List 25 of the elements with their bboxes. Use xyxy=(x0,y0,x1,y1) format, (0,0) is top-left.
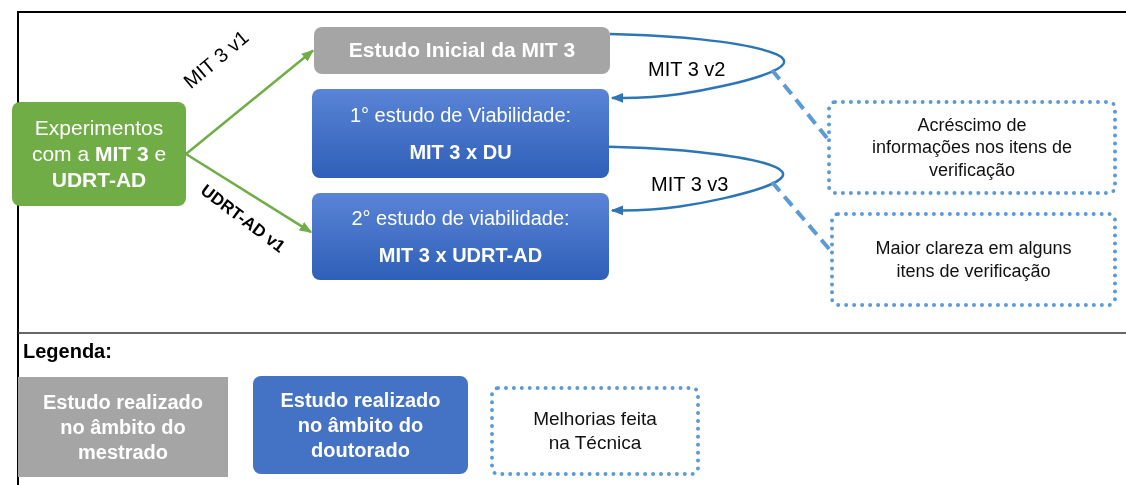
arrow xyxy=(185,49,314,155)
node-label: 2° estudo de viabilidade: xyxy=(351,205,570,231)
legend-title: Legenda: xyxy=(22,340,113,362)
dashed-connector xyxy=(770,68,829,140)
arrow xyxy=(608,145,784,216)
arrow xyxy=(609,32,785,103)
edge-label: MIT 3 v1 xyxy=(178,24,254,95)
node-subtitle: MIT 3 x UDRT-AD xyxy=(378,242,543,268)
improvement-box xyxy=(830,212,1117,307)
study-box xyxy=(314,27,610,74)
study-box xyxy=(312,193,609,280)
node-label: Maior clareza em alguns itens de verificação xyxy=(874,237,1073,282)
study-box xyxy=(312,89,609,178)
arrow xyxy=(185,152,313,234)
node-label: Estudo Inicial da MIT 3 xyxy=(348,37,576,64)
node-label: Experimentos com a MIT 3 e UDRT-AD xyxy=(30,114,168,194)
node-label: Acréscimo de informações nos itens de verificação xyxy=(871,113,1073,182)
dashed-connector xyxy=(770,180,832,252)
node-subtitle: MIT 3 x DU xyxy=(409,139,512,165)
improvement-box xyxy=(827,100,1117,195)
process-box xyxy=(12,102,186,206)
legend-label: Estudo realizado no âmbito do doutorado xyxy=(279,387,442,463)
legend-label: Estudo realizado no âmbito do mestrado xyxy=(42,389,204,465)
node-label: 1° estudo de Viabilidade: xyxy=(349,102,572,128)
legend-label: Melhorias feita na Técnica xyxy=(532,407,658,455)
